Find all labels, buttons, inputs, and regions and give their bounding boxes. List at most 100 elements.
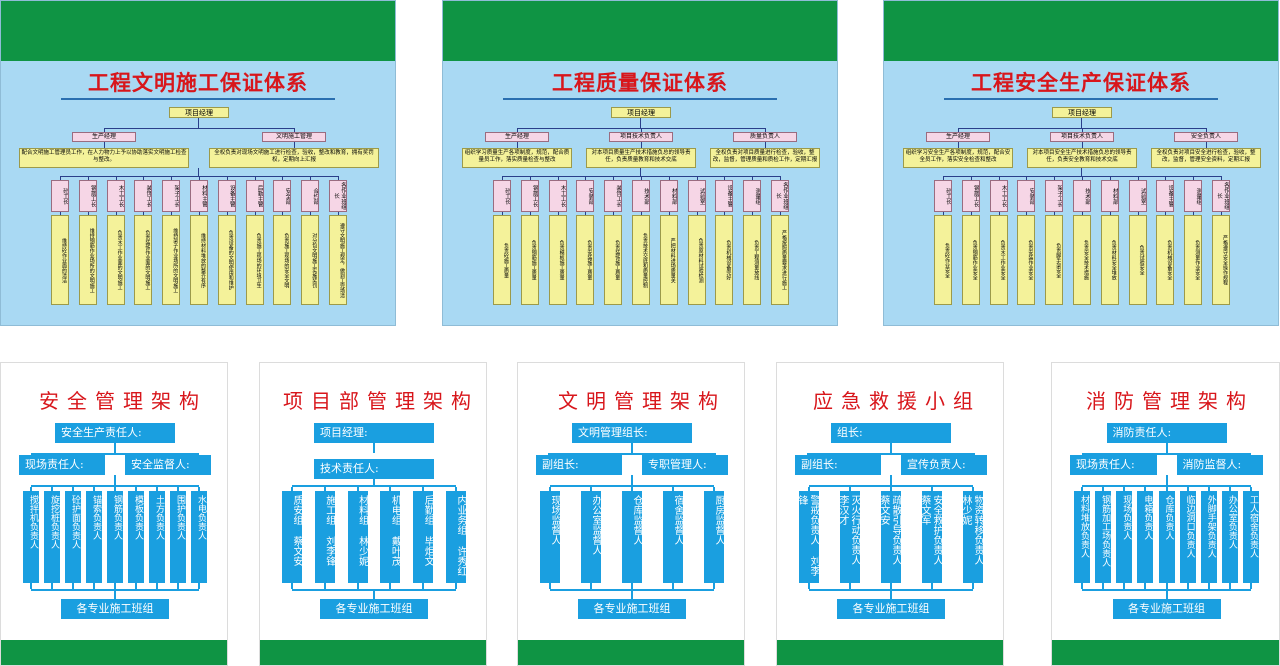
connector-line [780,176,781,180]
role-box: 砼工长 [493,180,511,212]
connector-line [51,583,53,589]
role-box: 水电负责人 [191,491,207,583]
connector-line [114,487,116,491]
connector-line [143,176,145,180]
connector-line [1137,176,1139,180]
connector-line [1186,583,1189,589]
connector-line [30,487,32,491]
responsibility-box: 维持钢筋作业场所的文明施工 [78,215,97,305]
top-panel-1: 工程文明施工保证体系项目经理生产经理配合文明施工管理员工作，在人力物力上予以协助… [0,0,396,326]
connector-line [1221,176,1222,180]
manager-box: 副组长: [536,455,622,475]
connector-line [724,212,726,215]
connector-line [356,487,359,491]
connector-line [254,212,256,215]
role-box: 现场负责人 [1116,491,1133,583]
role-box: 装饰工长 [604,180,623,212]
connector-line [1165,443,1168,453]
role-box: 现场监督人 [540,491,560,583]
connector-line [1165,487,1168,491]
responsibility-box: 负责装饰作业面的文明施工 [134,215,153,305]
role-box: 办公室监督人 [581,491,601,583]
connector-line [1082,142,1083,148]
connector-line [156,583,158,589]
manager-box: 消防监督人: [1176,455,1263,475]
role-box: 临边洞口负责人 [1179,491,1196,583]
role-box: 仓库监督人 [622,491,642,583]
responsibility-box: 维持材料堆放的整齐有序 [190,215,208,305]
connector-line [198,583,200,589]
green-header-band [884,1,1278,61]
connector-line [114,591,116,599]
connector-line [1228,583,1231,589]
green-footer-band [1052,640,1279,665]
role-box: 砼工长 [51,180,69,212]
connector-line [613,176,615,180]
connector-line [550,589,714,591]
title-underline [61,98,335,100]
connector-line [529,212,531,215]
duty-box: 全权负责对项目安全进行检查，验收，整改，监督，管理安全资料，定期汇报 [1151,148,1261,168]
role-box: 外脚手架负责人 [1200,491,1217,583]
connector-line [1102,487,1105,491]
manager-box: 生产经理 [926,132,990,142]
connector-line [1165,475,1168,485]
connector-line [557,176,559,180]
responsibility-box: 负责模板施工质量 [548,215,567,305]
connector-line [282,176,284,180]
role-box: 厨房监督人 [704,491,724,583]
responsibility-box: 负责安装作业安全 [1017,215,1036,305]
connector-line [310,212,312,215]
role-box: 钢筋工长 [78,180,97,212]
connector-line [970,212,972,215]
title-underline [944,98,1218,100]
role-box: 材料部 [1100,180,1119,212]
connector-line [668,212,670,215]
duty-box: 组织学习安全生产各项制度，规范，配合安全员工作，落实安全检查和整改 [903,148,1013,168]
connector-line [1221,212,1222,215]
connector-line [1206,142,1207,148]
connector-line [550,485,714,487]
role-box: 设备主管 [217,180,236,212]
connector-line [958,128,959,132]
connector-line [1207,583,1210,589]
connector-line [93,487,95,491]
role-box: 合约部 [301,180,320,212]
responsibility-box: 负责砼作业安全 [934,215,952,305]
connector-line [226,176,228,180]
manager-box: 现场责任人: [1070,455,1157,475]
connector-line [1250,583,1252,589]
connector-line [890,591,892,599]
role-box: 材料堆放负责人 [1074,491,1090,583]
connector-line [1102,583,1105,589]
connector-line [1137,212,1139,215]
connector-line [422,487,425,491]
responsibility-box: 负责脚手架安全 [1045,215,1064,305]
duty-box: 全权负责对现场文明施工进行检查，验收，整改和教育，拥有奖罚权，定期向上汇报 [209,148,379,168]
connector-line [31,589,199,591]
role-box: 宿舍监督人 [663,491,683,583]
role-box: 安装部 [576,180,595,212]
connector-line [31,453,199,455]
connector-line [455,487,457,491]
panel-title: 工程文明施工保证体系 [88,70,308,95]
responsibility-box: 负责机械设备完好 [715,215,734,305]
green-footer-band [1,640,227,665]
role-box: 灭火行动负责人 李汉才 [840,491,860,583]
panel-title: 应急救援小组 [813,389,981,413]
footer-box: 各专业施工班组 [578,599,686,619]
connector-line [1123,487,1126,491]
role-box: 架子工长 [162,180,181,212]
connector-line [765,128,766,132]
role-box: 测量组 [743,180,762,212]
connector-line [389,583,392,589]
connector-line [890,583,892,589]
connector-line [549,583,551,589]
connector-line [641,128,642,132]
connector-line [1082,128,1083,132]
connector-line [808,487,810,491]
connector-line [613,212,615,215]
green-header-band [1,1,395,61]
connector-line [890,475,892,485]
connector-line [640,118,641,128]
